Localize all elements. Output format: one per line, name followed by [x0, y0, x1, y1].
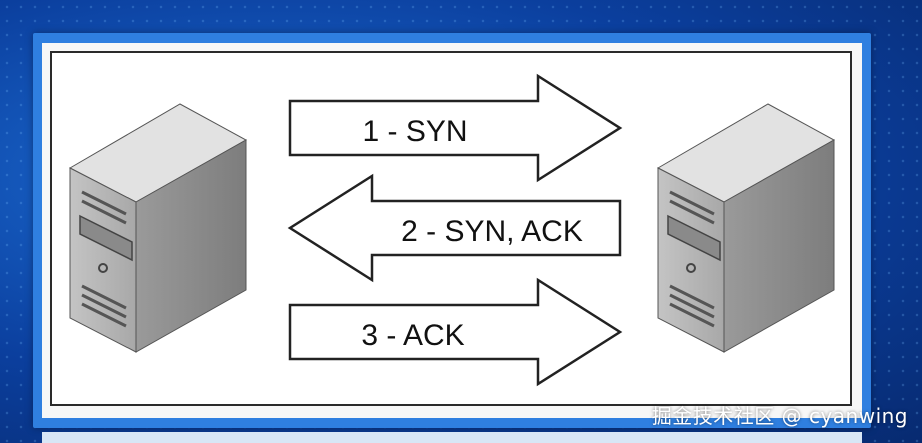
arrow-syn-ack-label: 2 - SYN, ACK [401, 215, 583, 248]
arrow-syn-label: 1 - SYN [362, 115, 467, 148]
watermark-text: 掘金技术社区 @ cyanwing [651, 404, 908, 428]
host-server-icon [656, 103, 836, 353]
arrow-syn: 1 - SYN [288, 73, 623, 183]
client-server-icon [68, 103, 248, 353]
arrow-ack-label: 3 - ACK [361, 319, 464, 352]
arrow-ack: 3 - ACK [288, 277, 623, 387]
bottom-strip [42, 432, 862, 443]
arrow-syn-ack: 2 - SYN, ACK [287, 173, 622, 283]
